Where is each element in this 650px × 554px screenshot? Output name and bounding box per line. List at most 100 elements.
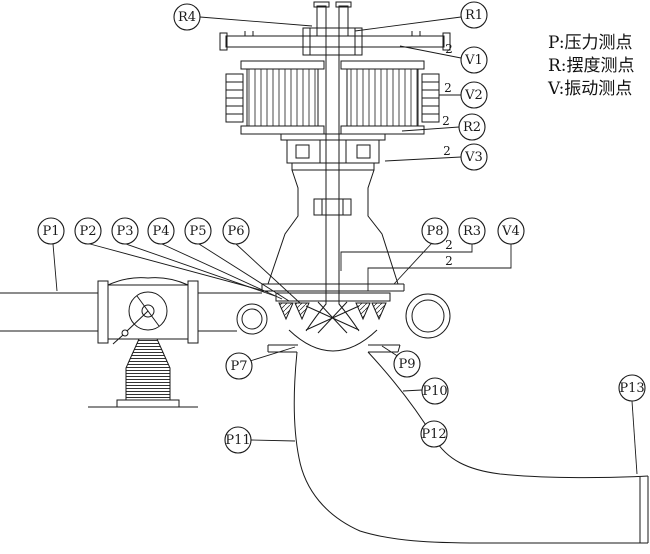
callout-circle xyxy=(421,377,449,405)
stator-winding-ends xyxy=(225,73,440,123)
callout-R3: R3 xyxy=(458,217,486,245)
legend-vibration: V:振动测点 xyxy=(547,79,632,99)
callout-circle xyxy=(460,1,488,29)
turbine-pit-vessel xyxy=(267,169,399,285)
runner xyxy=(267,296,401,353)
generator-rotor xyxy=(240,60,425,135)
leader-P11 xyxy=(250,439,296,442)
upper-bracket xyxy=(219,27,451,56)
leader-P6 xyxy=(235,243,301,304)
callout-R4: R4 xyxy=(173,3,201,31)
draft-tube xyxy=(293,351,649,544)
callout-V2: V2 xyxy=(460,81,488,109)
spiral-case-sections xyxy=(236,293,451,339)
leader-P2 xyxy=(89,243,269,293)
callout-label: R4 xyxy=(178,10,196,25)
callout-label: P11 xyxy=(225,433,250,448)
callout-label: P6 xyxy=(227,224,244,239)
leader-V4 xyxy=(367,244,512,291)
inlet-pipe-and-valve xyxy=(0,277,262,408)
callout-circle xyxy=(460,46,488,74)
callout-label: P4 xyxy=(152,224,169,239)
callout-P11: P11 xyxy=(224,426,252,454)
callout-P1: P1 xyxy=(37,217,65,245)
leader-R1 xyxy=(354,16,462,32)
leader-R3 xyxy=(340,244,473,271)
leader-P7 xyxy=(249,346,296,362)
callout-P6: P6 xyxy=(222,217,250,245)
qty-mark-v2: 2 xyxy=(444,81,452,95)
leader-V3 xyxy=(384,156,462,162)
callout-P10: P10 xyxy=(421,377,449,405)
callout-label: P7 xyxy=(230,359,247,374)
lower-bracket xyxy=(280,133,386,171)
callout-P7: P7 xyxy=(225,352,253,380)
callout-V3: V3 xyxy=(460,143,488,171)
callout-P5: P5 xyxy=(184,217,212,245)
callout-circle xyxy=(147,217,175,245)
leader-P9 xyxy=(381,345,400,358)
callout-label: R3 xyxy=(463,224,481,239)
callout-V1: V1 xyxy=(460,46,488,74)
qty-mark-r3: 2 xyxy=(445,238,453,252)
callout-R1: R1 xyxy=(460,1,488,29)
callout-circle xyxy=(421,217,449,245)
callout-P13: P13 xyxy=(618,374,646,402)
callouts: R4 R1 V1 V2 R2 V3 P1 P2 xyxy=(37,1,646,454)
callout-label: R1 xyxy=(465,8,483,23)
legend-pressure: P:压力测点 xyxy=(548,33,633,53)
leader-P8 xyxy=(393,242,433,285)
leader-V1 xyxy=(399,45,462,59)
qty-mark-v1: 2 xyxy=(445,42,453,56)
callout-P8: P8 xyxy=(421,217,449,245)
leader-lines xyxy=(52,16,638,475)
leader-P1 xyxy=(52,243,58,292)
callout-circle xyxy=(618,374,646,402)
callout-circle xyxy=(225,352,253,380)
leader-P3 xyxy=(125,243,276,297)
callout-label: P13 xyxy=(619,381,644,396)
callout-circle xyxy=(74,217,102,245)
callout-P2: P2 xyxy=(74,217,102,245)
callout-circle xyxy=(173,3,201,31)
callout-circle xyxy=(460,143,488,171)
quantity-marks: 2 2 2 2 2 2 xyxy=(442,42,453,268)
callout-label: V3 xyxy=(464,150,483,165)
callout-circle xyxy=(458,217,486,245)
callout-label: V4 xyxy=(501,224,520,239)
callout-circle xyxy=(460,81,488,109)
qty-mark-r2: 2 xyxy=(442,114,450,128)
callout-circle xyxy=(111,217,139,245)
callout-P3: P3 xyxy=(111,217,139,245)
callout-circle xyxy=(497,217,525,245)
callout-label: P10 xyxy=(422,384,447,399)
guide-vanes xyxy=(278,302,387,321)
callout-label: R2 xyxy=(463,120,481,135)
legend-runout: R:摆度测点 xyxy=(548,56,635,76)
callout-circle xyxy=(37,217,65,245)
leader-R2 xyxy=(401,126,460,132)
qty-mark-v3: 2 xyxy=(443,144,451,158)
callout-label: P3 xyxy=(116,224,133,239)
leader-P5 xyxy=(198,243,290,302)
callout-label: P9 xyxy=(398,357,415,372)
callout-label: P5 xyxy=(189,224,206,239)
callout-P9: P9 xyxy=(393,350,421,378)
callout-circle xyxy=(458,113,486,141)
callout-label: P2 xyxy=(79,224,96,239)
callout-label: V2 xyxy=(464,88,483,103)
leader-P13 xyxy=(631,400,638,475)
callout-circle xyxy=(393,350,421,378)
callout-P4: P4 xyxy=(147,217,175,245)
leader-R4 xyxy=(199,16,313,27)
callout-label: V1 xyxy=(464,53,483,68)
callout-P12: P12 xyxy=(420,420,448,448)
legend: P:压力测点 R:摆度测点 V:振动测点 xyxy=(547,33,635,99)
callout-V4: V4 xyxy=(497,217,525,245)
callout-circle xyxy=(222,217,250,245)
callout-R2: R2 xyxy=(458,113,486,141)
leader-P4 xyxy=(161,243,283,300)
leader-P10 xyxy=(402,389,423,392)
